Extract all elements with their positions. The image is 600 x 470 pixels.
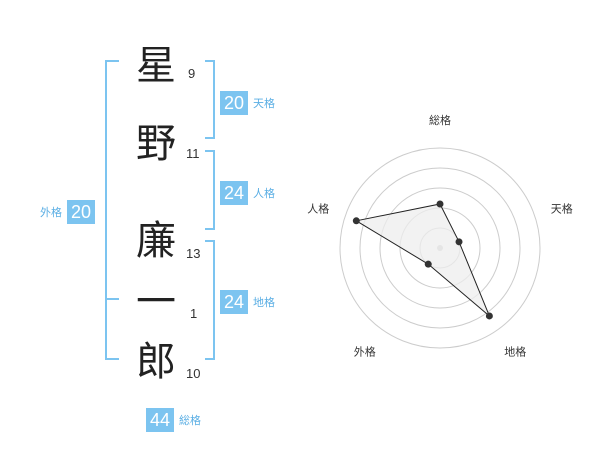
chikaku-value: 24 — [220, 290, 248, 314]
radar-point-5 — [352, 217, 360, 225]
radar-axis-label-2: 天格 — [551, 201, 573, 215]
radar-axis-label-3: 地格 — [504, 345, 526, 359]
soukaku-badge: 44 総格 — [146, 408, 201, 432]
radar-polygon — [354, 203, 490, 317]
radar-point-1 — [436, 200, 444, 208]
chikaku-badge: 24 地格 — [220, 290, 275, 314]
name-char-2: 野 — [136, 121, 176, 167]
radar-grid — [339, 147, 541, 349]
radar-axis-label-5: 人格 — [307, 201, 329, 215]
soukaku-label: 総格 — [179, 414, 201, 427]
radar-point-4 — [424, 260, 432, 268]
jinkaku-value: 24 — [220, 181, 248, 205]
gaikaku-badge: 外格 20 — [40, 200, 95, 224]
stroke-count-2: 11 — [186, 146, 200, 161]
stroke-count-1: 9 — [188, 66, 196, 81]
gaikaku-value: 20 — [67, 200, 95, 224]
radar-ring — [359, 167, 521, 329]
radar-point-2 — [455, 238, 463, 246]
radar-ring — [379, 187, 501, 309]
gaikaku-bracket — [105, 60, 119, 360]
radar-axis-label-4: 外格 — [354, 345, 376, 359]
tenkaku-value: 20 — [220, 91, 248, 115]
radar-ring — [339, 147, 541, 349]
radar-axis-label-1: 総格 — [429, 113, 451, 127]
name-char-1: 星 — [136, 43, 176, 89]
jinkaku-badge: 24 人格 — [220, 181, 275, 205]
tenkaku-badge: 20 天格 — [220, 91, 275, 115]
stroke-count-3: 13 — [186, 246, 201, 261]
stroke-count-4: 1 — [190, 306, 198, 321]
tenkaku-label: 天格 — [253, 97, 275, 110]
jinkaku-bracket — [205, 150, 215, 230]
stroke-count-5: 10 — [186, 366, 201, 381]
name-char-3: 廉 — [136, 218, 176, 264]
soukaku-value: 44 — [146, 408, 174, 432]
gaikaku-label: 外格 — [40, 206, 62, 219]
jinkaku-label: 人格 — [253, 187, 275, 200]
name-char-4: 一 — [136, 279, 176, 325]
gaikaku-bracket-tick — [105, 298, 119, 300]
chikaku-bracket — [205, 240, 215, 360]
radar-point-3 — [485, 312, 493, 320]
chikaku-label: 地格 — [253, 296, 275, 309]
tenkaku-bracket — [205, 60, 215, 139]
name-char-5: 郎 — [136, 339, 176, 385]
radar-shape — [352, 200, 493, 320]
